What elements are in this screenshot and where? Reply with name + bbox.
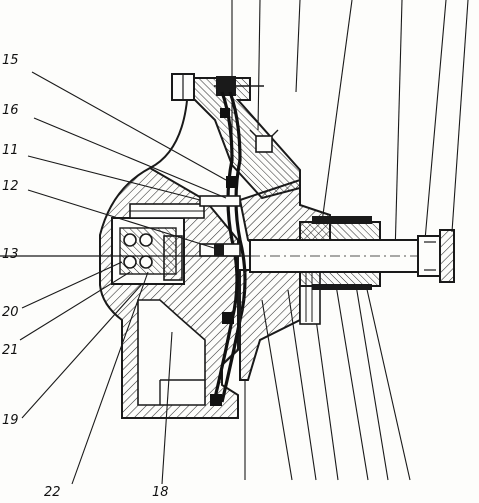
callout-12: 12 [2, 179, 19, 194]
callout-18: 18 [152, 485, 169, 500]
bearing-pack [111, 195, 241, 285]
callout-22: 22 [44, 485, 61, 500]
callout-16: 16 [2, 103, 19, 118]
callout-11: 11 [2, 143, 19, 158]
upper-leader-lines [231, 0, 469, 256]
callout-21: 21 [2, 343, 19, 358]
callout-13: 13 [2, 247, 19, 262]
shaft [249, 216, 455, 290]
callout-leaders [19, 71, 227, 485]
callout-20: 20 [2, 305, 19, 320]
diaphragm [212, 91, 247, 403]
callout-19: 19 [2, 413, 19, 428]
callout-15: 15 [2, 53, 19, 68]
